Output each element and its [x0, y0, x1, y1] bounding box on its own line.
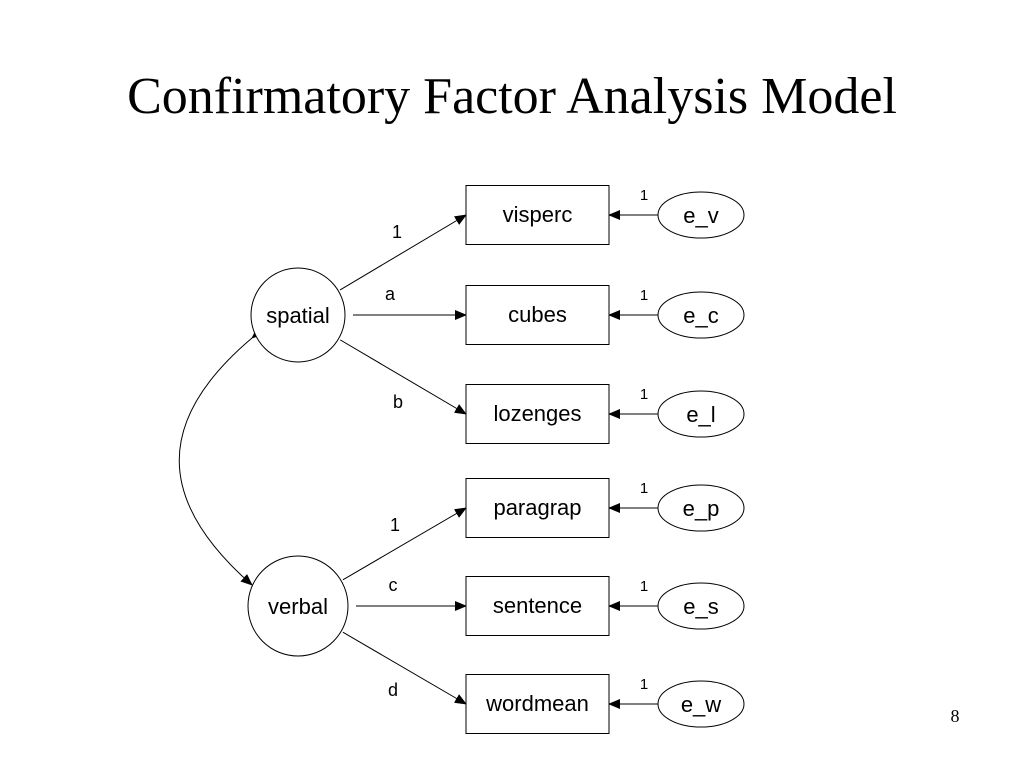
observed-label-cubes: cubes [508, 302, 567, 327]
loading-label-paragrap: 1 [390, 515, 400, 535]
nodes-layer: spatial verbal visperc cubes lozenges paragra… [247, 185, 745, 734]
error-e_s: e_s [657, 582, 745, 630]
loading-label-wordmean: d [388, 680, 398, 700]
loading-arrow-verbal-wordmean [342, 631, 467, 705]
loading-label-lozenges: b [393, 392, 403, 412]
error-weight-e_l: 1 [640, 386, 648, 403]
factor-spatial: spatial [250, 267, 346, 363]
factor-label-verbal: verbal [268, 594, 328, 619]
factor-label-spatial: spatial [266, 303, 330, 328]
error-e_v: e_v [657, 191, 745, 239]
error-label-e_s: e_s [683, 594, 718, 619]
error-label-e_l: e_l [686, 402, 715, 427]
loading-arrow-spatial-visperc [339, 214, 467, 291]
loading-label-cubes: a [385, 284, 396, 304]
edges-layer [178, 210, 658, 709]
loading-label-sentence: c [389, 575, 398, 595]
error-e_c: e_c [657, 291, 745, 339]
observed-visperc: visperc [465, 185, 610, 245]
page-number: 8 [950, 706, 960, 726]
loading-label-visperc: 1 [392, 222, 402, 242]
observed-label-lozenges: lozenges [493, 401, 581, 426]
observed-box-paragrap [465, 478, 610, 538]
observed-sentence: sentence [465, 576, 610, 636]
observed-box-sentence [465, 576, 610, 636]
labels-layer: 1 a b 1 c d 1 1 1 1 1 1 [385, 187, 648, 700]
observed-label-wordmean: wordmean [485, 691, 589, 716]
observed-box-visperc [465, 185, 610, 245]
error-weight-e_s: 1 [640, 578, 648, 595]
error-e_l: e_l [657, 390, 745, 438]
loading-arrow-verbal-paragrap [342, 507, 467, 581]
error-weight-e_c: 1 [640, 287, 648, 304]
error-weight-e_w: 1 [640, 676, 648, 693]
observed-wordmean: wordmean [465, 674, 610, 734]
error-ellipse-e_s [657, 582, 745, 630]
observed-box-lozenges [465, 384, 610, 444]
error-weight-e_p: 1 [640, 480, 648, 497]
factor-verbal: verbal [247, 555, 349, 657]
covariance-spatial-verbal [178, 327, 264, 586]
error-ellipse-e_l [657, 390, 745, 438]
error-label-e_c: e_c [683, 303, 718, 328]
observed-label-paragrap: paragrap [493, 495, 581, 520]
error-e_p: e_p [657, 484, 745, 532]
error-ellipse-e_w [657, 680, 745, 728]
observed-lozenges: lozenges [465, 384, 610, 444]
loading-arrow-spatial-lozenges [339, 339, 467, 415]
factor-circle-verbal [247, 555, 349, 657]
observed-label-visperc: visperc [503, 202, 573, 227]
slide-title: Confirmatory Factor Analysis Model [127, 68, 897, 125]
error-label-e_v: e_v [683, 203, 718, 228]
factor-circle-spatial [250, 267, 346, 363]
error-e_w: e_w [657, 680, 745, 728]
error-weight-e_v: 1 [640, 187, 648, 204]
error-ellipse-e_c [657, 291, 745, 339]
observed-cubes: cubes [465, 285, 610, 345]
error-ellipse-e_v [657, 191, 745, 239]
error-label-e_w: e_w [681, 692, 721, 717]
error-label-e_p: e_p [683, 496, 720, 521]
observed-box-cubes [465, 285, 610, 345]
observed-box-wordmean [465, 674, 610, 734]
observed-label-sentence: sentence [493, 593, 582, 618]
error-ellipse-e_p [657, 484, 745, 532]
observed-paragrap: paragrap [465, 478, 610, 538]
